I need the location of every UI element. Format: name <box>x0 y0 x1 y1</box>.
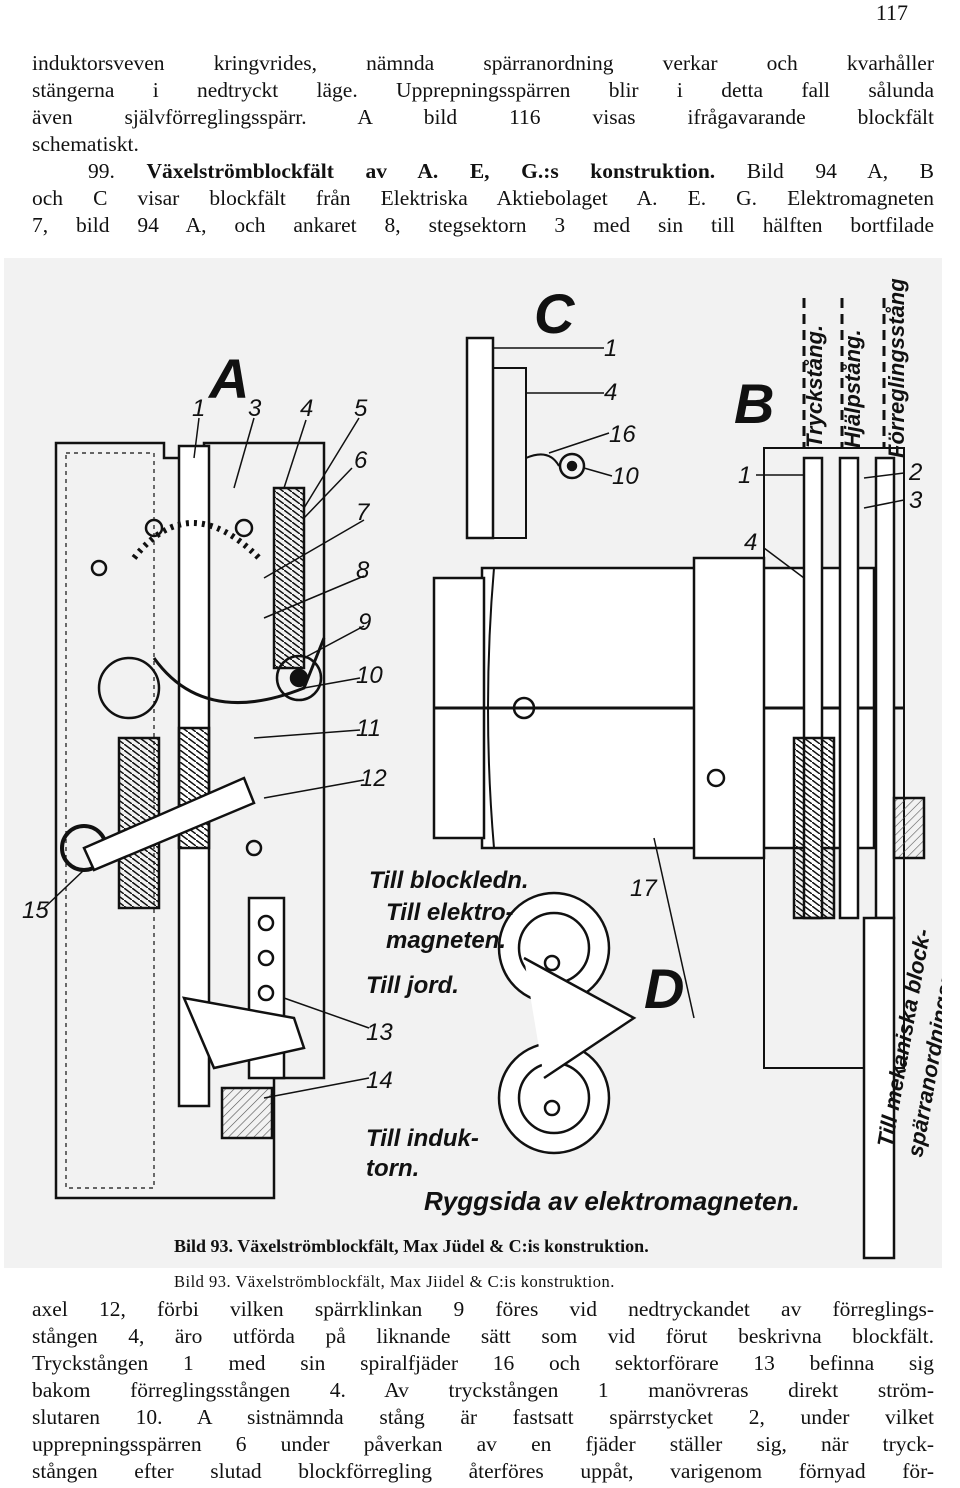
callout-a-14: 14 <box>366 1067 393 1094</box>
figure-labels: A B C D 1 3 4 5 6 7 8 9 10 11 12 13 14 1… <box>22 278 942 1256</box>
text-line: Tryckstången 1 med sin spiralfjäder 16 o… <box>32 1351 934 1375</box>
figure-caption: Bild 93. Växelströmblockfält, Max Jiidel… <box>174 1272 615 1291</box>
callout-c-1: 1 <box>604 335 617 362</box>
callout-a-7: 7 <box>356 499 371 526</box>
callout-c-16: 16 <box>609 421 636 448</box>
wire-label-blockledn: Till blockledn. <box>369 867 529 894</box>
section-number: 99. <box>88 159 115 183</box>
vertical-label-hjalpstang: Hjälpstång. <box>840 329 865 448</box>
wire-label-jord: Till jord. <box>366 972 459 999</box>
panel-a-drawing <box>54 441 326 1200</box>
vertical-label-forreglingsstang: Förreglingsstång <box>884 278 909 458</box>
panel-label-b: B <box>734 372 774 435</box>
section-heading-line: 99. Växelströmblockfält av A. E, G.:s ko… <box>32 158 934 185</box>
text-line: axel 12, förbi vilken spärrklinkan 9 för… <box>32 1297 934 1321</box>
callout-17: 17 <box>630 875 658 902</box>
wire-label-induk: Till induk- <box>366 1125 479 1152</box>
callout-b-2: 2 <box>908 459 922 486</box>
paragraph-intro: induktorsveven kringvrides, nämnda spärr… <box>32 50 934 239</box>
wire-label-elektro: Till elektro- <box>386 899 514 926</box>
text-line: stängerna i nedtryckt läge. Upprepningss… <box>32 78 934 102</box>
bottom-label-ryggsida: Ryggsida av elektromagneten. <box>424 1186 800 1216</box>
text-line: stången efter slutad blockförregling åte… <box>32 1459 934 1483</box>
text-line: schematiskt. <box>32 132 139 156</box>
vertical-label-tryckstang: Tryckstång. <box>802 325 827 448</box>
callout-a-3: 3 <box>248 395 262 422</box>
callout-lines <box>43 347 905 1099</box>
callout-a-13: 13 <box>366 1019 393 1046</box>
callout-a-9: 9 <box>358 609 371 636</box>
page-number: 117 <box>875 0 908 25</box>
text-line: induktorsveven kringvrides, nämnda spärr… <box>32 51 934 75</box>
text-line: även självförreglingsspärr. A bild 116 v… <box>32 105 934 129</box>
text-line: slutaren 10. A sistnämnda stång är fasts… <box>32 1405 934 1429</box>
panel-label-d: D <box>644 957 684 1020</box>
callout-b-4: 4 <box>744 529 757 556</box>
section-title: Växelströmblockfält av A. E, G.:s konstr… <box>146 159 716 183</box>
callout-a-8: 8 <box>356 557 370 584</box>
drawing-svg: A B C D 1 3 4 5 6 7 8 9 10 11 12 13 14 1… <box>4 258 942 1268</box>
section-heading-rest: Bild 94 A, B <box>715 159 935 183</box>
panel-c-drawing <box>465 336 586 540</box>
callout-a-1: 1 <box>192 395 205 422</box>
callout-b-3: 3 <box>909 487 923 514</box>
text-line: stången 4, äro utförda på liknande sätt … <box>32 1324 934 1348</box>
callout-b-1: 1 <box>738 462 751 489</box>
panel-d-drawing <box>497 891 637 1155</box>
callout-a-11: 11 <box>356 715 381 742</box>
paragraph-continuation: axel 12, förbi vilken spärrklinkan 9 för… <box>32 1296 934 1485</box>
callout-a-6: 6 <box>354 447 368 474</box>
wire-label-magneten: magneten. <box>386 927 506 954</box>
panel-label-c: C <box>534 282 576 345</box>
callout-a-12: 12 <box>360 765 387 792</box>
technical-drawing-figure: A B C D 1 3 4 5 6 7 8 9 10 11 12 13 14 1… <box>4 258 942 1268</box>
callout-a-15: 15 <box>22 897 49 924</box>
panel-label-a: A <box>207 347 249 410</box>
text-line: bakom förreglingsstången 4. Av tryckstån… <box>32 1378 934 1402</box>
wire-label-torn: torn. <box>366 1155 419 1182</box>
text-line: upprepningsspärren 6 under påverkan av e… <box>32 1432 934 1456</box>
callout-c-4: 4 <box>604 379 617 406</box>
embedded-caption: Bild 93. Växelströmblockfält, Max Jüdel … <box>174 1236 649 1256</box>
callout-a-5: 5 <box>354 395 368 422</box>
callout-a-4: 4 <box>300 395 313 422</box>
callout-c-10: 10 <box>612 463 639 490</box>
text-line: och C visar blockfält från Elektriska Ak… <box>32 186 934 210</box>
text-line: 7, bild 94 A, och ankaret 8, stegsektorn… <box>32 213 934 237</box>
callout-a-10: 10 <box>356 662 383 689</box>
panel-b-drawing <box>432 298 926 1260</box>
